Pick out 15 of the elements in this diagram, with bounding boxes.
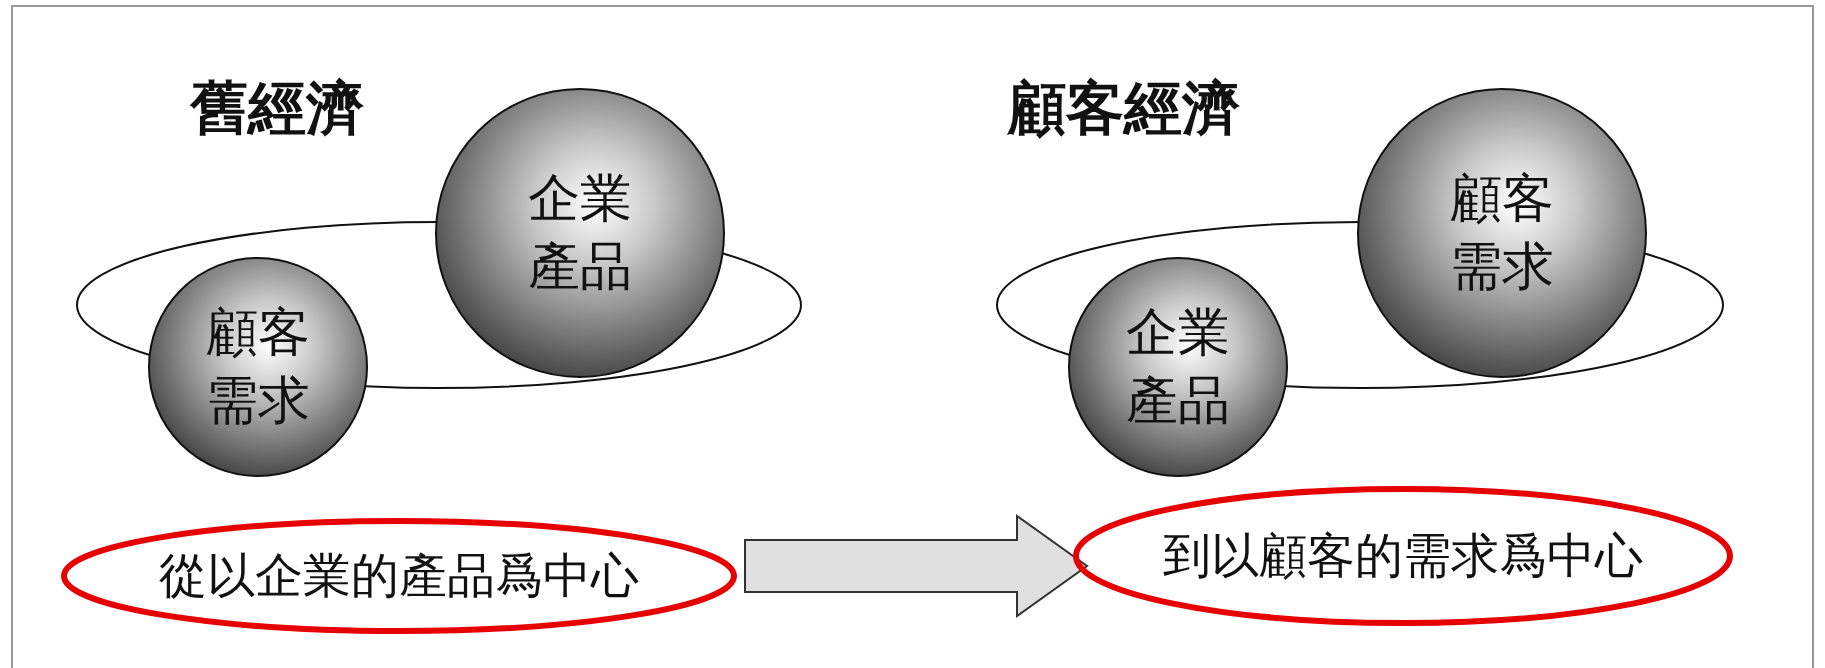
sphere-node	[148, 257, 368, 477]
node-label: 從以企業的產品爲中心	[159, 546, 639, 605]
node-label: 顧客需求	[1449, 167, 1555, 298]
section-title: 顧客經濟	[1008, 73, 1240, 144]
sphere-node	[435, 88, 725, 378]
node-label: 企業產品	[527, 167, 633, 298]
node-label: 企業產品	[1125, 301, 1231, 432]
block-arrow	[744, 514, 1089, 618]
node-label: 顧客需求	[205, 301, 311, 432]
highlight-ellipse	[1073, 486, 1733, 626]
sphere-node	[1068, 257, 1288, 477]
sphere-node	[1357, 88, 1647, 378]
section-title: 舊經濟	[190, 73, 364, 144]
node-label: 到以顧客的需求爲中心	[1163, 526, 1643, 585]
highlight-ellipse	[61, 518, 737, 634]
